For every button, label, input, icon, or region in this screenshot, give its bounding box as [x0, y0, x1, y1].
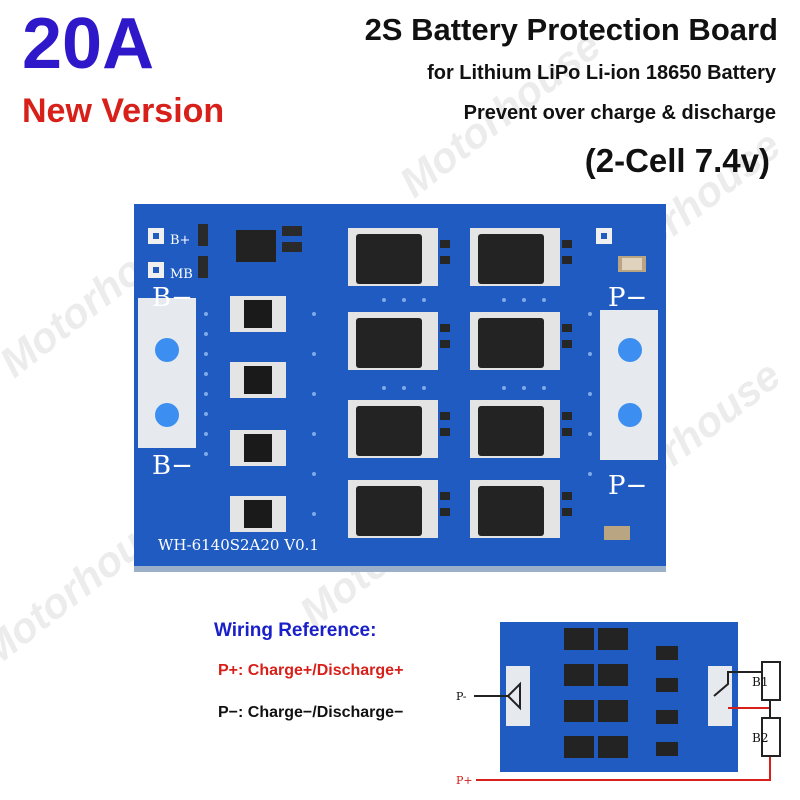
wiring-diagram: B1 B2 P- P+ — [456, 622, 781, 787]
b1-label: B1 — [752, 675, 768, 689]
board-model: WH-6140S2A20 V0.1 — [158, 536, 319, 554]
battery-type: for Lithium LiPo Li-ion 18650 Battery — [427, 62, 776, 84]
pcb-board: B− B− P− P− B+ MB WH-6140S2A20 V0.1 — [134, 204, 666, 572]
mb-pad-label: MB — [170, 267, 193, 282]
diagram-pplus-label: P+ — [456, 774, 473, 787]
version-label: New Version — [22, 92, 225, 130]
feature-text: Prevent over charge & discharge — [463, 102, 776, 124]
b-minus-bottom-label: B− — [152, 451, 193, 481]
wiring-title: Wiring Reference: — [214, 620, 377, 641]
product-title: 2S Battery Protection Board — [364, 12, 778, 47]
cell-spec: (2-Cell 7.4v) — [584, 142, 770, 179]
bplus-pad-label: B+ — [170, 233, 190, 248]
b2-label: B2 — [752, 731, 768, 745]
b-minus-top-label: B− — [152, 283, 193, 313]
p-minus-bottom-label: P− — [608, 471, 647, 501]
pminus-description: P−: Charge−/Discharge− — [218, 704, 404, 721]
pplus-description: P+: Charge+/Discharge+ — [218, 662, 404, 679]
diagram-pminus-label: P- — [456, 690, 467, 703]
current-rating: 20A — [22, 4, 155, 84]
p-minus-top-label: P− — [608, 283, 647, 313]
